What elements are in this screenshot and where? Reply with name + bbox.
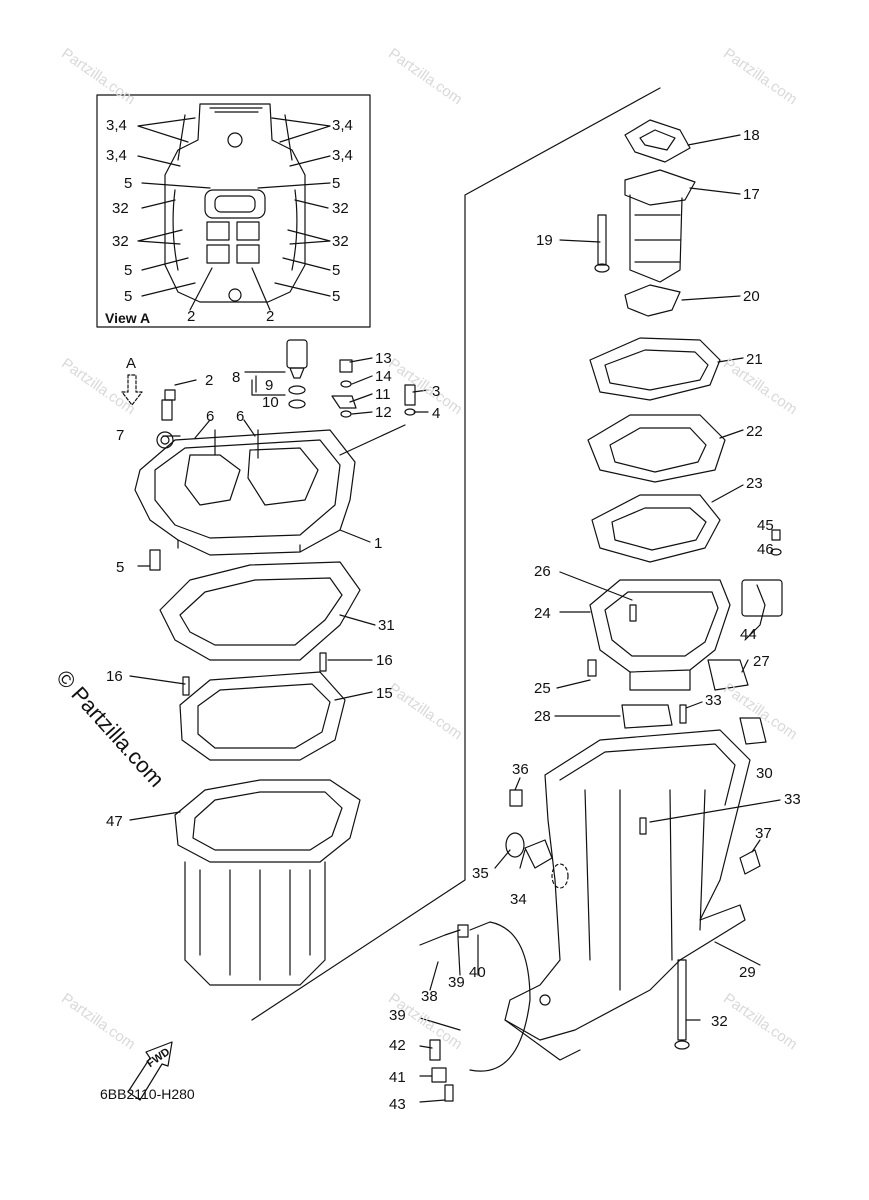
callout-2: 2: [205, 372, 214, 389]
view-callout: 2: [266, 308, 275, 325]
view-callout: 3,4: [332, 147, 353, 164]
callout-41: 41: [389, 1069, 406, 1086]
callout-28: 28: [534, 708, 551, 725]
callout-42: 42: [389, 1037, 406, 1054]
view-callout: 32: [332, 200, 349, 217]
callout-38: 38: [421, 988, 438, 1005]
view-callout: 5: [124, 262, 133, 279]
gasket-47-drawing: [174, 779, 361, 863]
view-callout: 5: [332, 175, 341, 192]
thermostat-drawing: [255, 339, 416, 418]
view-a-label: View A: [105, 310, 151, 326]
view-callout: 3,4: [106, 117, 127, 134]
callout-44: 44: [740, 626, 757, 643]
gasket-31-drawing: [159, 561, 361, 661]
callout-29: 29: [739, 964, 756, 981]
callout-37: 37: [755, 825, 772, 842]
oil-pan-drawing: [587, 579, 731, 691]
callout-18: 18: [743, 127, 760, 144]
callout-23: 23: [746, 475, 763, 492]
callout-14: 14: [375, 368, 392, 385]
view-a-box: [96, 94, 371, 328]
view-callout: 5: [332, 262, 341, 279]
callout-26: 26: [534, 563, 551, 580]
view-callout: 5: [124, 288, 133, 305]
callout-20: 20: [743, 288, 760, 305]
upper-casing-drawing: [134, 389, 356, 571]
callout-16: 16: [376, 652, 393, 669]
view-a-drawing: [164, 103, 306, 303]
view-callout: 32: [112, 233, 129, 250]
callout-40: 40: [469, 964, 486, 981]
gasket-22-drawing: [587, 414, 726, 483]
leader-lines: [129, 134, 781, 1103]
callout-9: 9: [265, 377, 274, 394]
view-a-arrow: [121, 374, 143, 406]
exhaust-guide-drawing: [179, 652, 346, 761]
callout-21: 21: [746, 351, 763, 368]
callout-46: 46: [757, 541, 774, 558]
callout-27: 27: [753, 653, 770, 670]
view-callout: 32: [112, 200, 129, 217]
view-callout: 5: [332, 288, 341, 305]
callout-25: 25: [534, 680, 551, 697]
callout-33: 33: [784, 791, 801, 808]
view-callout: 5: [124, 175, 133, 192]
callout-3: 3: [432, 383, 441, 400]
fwd-arrow: [127, 1041, 173, 1101]
callout-33: 33: [705, 692, 722, 709]
view-a-leaders: [137, 117, 331, 311]
callout-12: 12: [375, 404, 392, 421]
callout-31: 31: [378, 617, 395, 634]
callout-39: 39: [389, 1007, 406, 1024]
callout-10: 10: [262, 394, 279, 411]
callout-16: 16: [106, 668, 123, 685]
callout-13: 13: [375, 350, 392, 367]
callout-15: 15: [376, 685, 393, 702]
callout-36: 36: [512, 761, 529, 778]
view-callout: 32: [332, 233, 349, 250]
callout-39: 39: [448, 974, 465, 991]
callout-8: 8: [232, 369, 241, 386]
callout-22: 22: [746, 423, 763, 440]
callout-5: 5: [116, 559, 125, 576]
callout-32: 32: [711, 1013, 728, 1030]
callout-6: 6: [236, 408, 245, 425]
view-callout: 3,4: [106, 147, 127, 164]
gasket-23-drawing: [591, 494, 721, 563]
pad-30-drawing: [739, 717, 767, 745]
ring-28-drawing: [621, 704, 673, 729]
callout-24: 24: [534, 605, 551, 622]
callout-43: 43: [389, 1096, 406, 1113]
view-arrow-letter: A: [126, 355, 137, 372]
callout-35: 35: [472, 865, 489, 882]
callout-34: 34: [510, 891, 527, 908]
callout-4: 4: [432, 405, 441, 422]
callout-1: 1: [374, 535, 383, 552]
callout-7: 7: [116, 427, 125, 444]
callout-30: 30: [756, 765, 773, 782]
section-frame: [251, 87, 661, 1021]
gasket-21-drawing: [589, 337, 721, 401]
callout-11: 11: [375, 386, 391, 403]
callout-47: 47: [106, 813, 123, 830]
diagram-code: 6BB2110-H280: [100, 1086, 195, 1102]
upper-case-29-drawing: [504, 729, 751, 1061]
misc-parts-drawing: [419, 529, 782, 1102]
pad-27-drawing: [707, 659, 749, 691]
view-callout: 2: [187, 308, 196, 325]
callout-17: 17: [743, 186, 760, 203]
callout-19: 19: [536, 232, 553, 249]
exhaust-manifold-drawing: [594, 119, 696, 317]
view-callout: 3,4: [332, 117, 353, 134]
muffler-drawing: [184, 861, 326, 986]
callout-6: 6: [206, 408, 215, 425]
callout-45: 45: [757, 517, 774, 534]
